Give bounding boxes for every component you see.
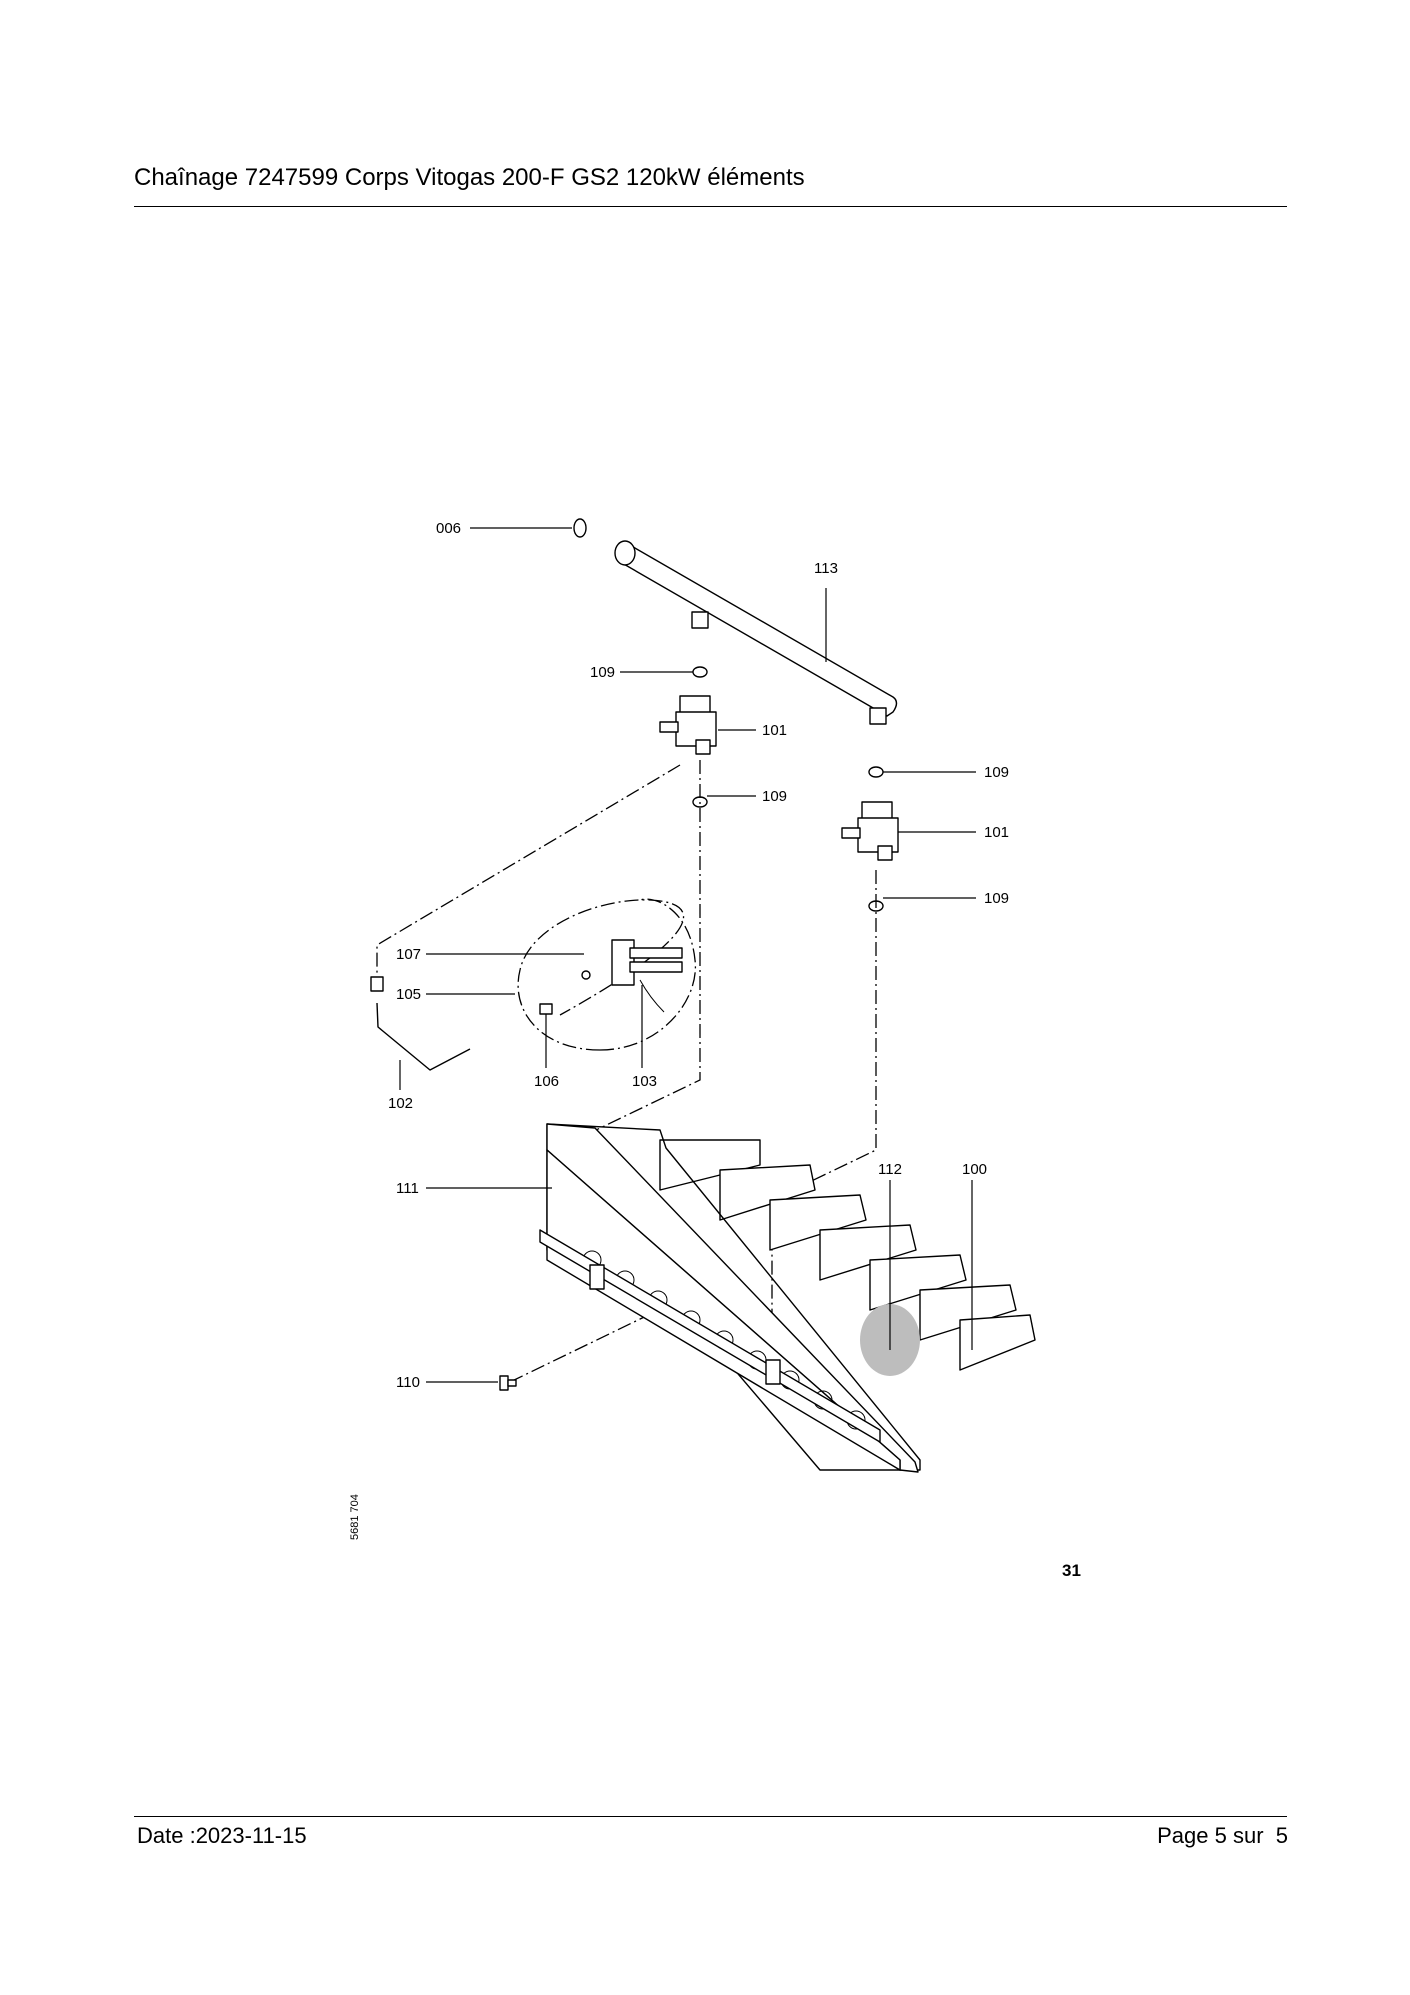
- label-103: 103: [632, 1073, 657, 1090]
- label-109-a: 109: [590, 664, 615, 681]
- footer-date: Date :2023-11-15: [137, 1823, 307, 1848]
- label-101-a: 101: [762, 722, 787, 739]
- label-113: 113: [814, 560, 838, 577]
- label-106: 106: [534, 1073, 559, 1090]
- gas-distribution-pipe: [614, 540, 898, 725]
- ignition-pipe-102: [376, 1002, 471, 1071]
- label-111: 111: [396, 1180, 419, 1197]
- figure-number: 31: [1062, 1561, 1081, 1580]
- label-109-b: 109: [762, 788, 787, 805]
- gas-valve-right: [841, 801, 899, 861]
- footer-page-number: Page 5 sur 5: [1157, 1823, 1288, 1848]
- label-102: 102: [388, 1095, 413, 1112]
- washer-109-c: [868, 766, 884, 778]
- label-100: 100: [962, 1161, 987, 1178]
- label-006: 006: [436, 520, 461, 537]
- nipple-102: [370, 976, 384, 992]
- label-101-b: 101: [984, 824, 1009, 841]
- detail-boundary: [517, 898, 697, 1051]
- label-109-c: 109: [984, 764, 1009, 781]
- drawing-number: 5681 704: [349, 1494, 361, 1540]
- label-112: 112: [878, 1161, 902, 1178]
- nozzle-106: [539, 1003, 553, 1015]
- screw-110: [499, 1375, 517, 1391]
- washer-109-a: [692, 666, 708, 678]
- assembly-line-ignition: [376, 764, 681, 977]
- burner-block: [539, 1123, 1036, 1473]
- seal-washer-006: [573, 518, 587, 538]
- fitting-107: [581, 970, 591, 980]
- label-109-d: 109: [984, 890, 1009, 907]
- ignition-burner: [611, 939, 683, 1013]
- footer-divider: [134, 1816, 1287, 1817]
- header-divider: [134, 206, 1287, 207]
- label-105: 105: [396, 986, 421, 1003]
- label-107: 107: [396, 946, 421, 963]
- assembly-line-right: [771, 870, 877, 1360]
- gas-valve-left: [659, 695, 717, 755]
- label-110: 110: [396, 1374, 420, 1391]
- page-title: Chaînage 7247599 Corps Vitogas 200-F GS2…: [134, 164, 805, 191]
